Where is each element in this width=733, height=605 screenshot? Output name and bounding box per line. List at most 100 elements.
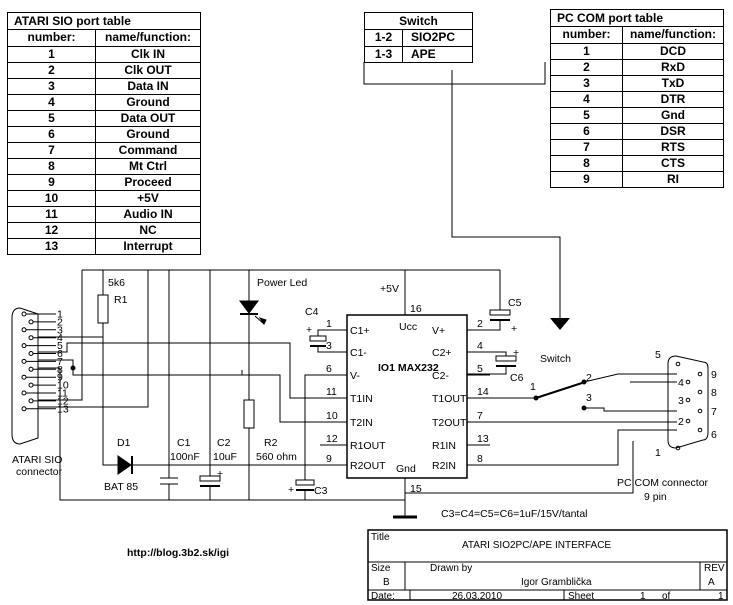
pc-pin-hole: [697, 389, 703, 395]
ic-gnd-label: Gnd: [396, 463, 416, 475]
pc-pin-hole: [697, 427, 703, 433]
ic-left-pin-label: V-: [350, 370, 360, 382]
atari-pin-hole: [21, 390, 27, 396]
atari-pin-number: 10: [57, 380, 69, 392]
table-cell-name: Data IN: [127, 79, 169, 93]
table-cell-name: Clk OUT: [124, 63, 172, 77]
ic-left-pin-number: 12: [326, 433, 338, 445]
capacitor-note: C3=C4=C5=C6=1uF/15V/tantal: [441, 508, 588, 520]
atari-pin-number: 2: [57, 316, 63, 328]
table-cell-number: 8: [8, 159, 96, 174]
pc-pin-number: 2: [678, 416, 684, 428]
atari-sio-connector: [11, 307, 39, 445]
table-cell-number: 1: [551, 44, 623, 59]
ic-right-pin-label: T1OUT: [432, 393, 467, 405]
switch3-to-cts: [584, 407, 677, 412]
ic-right-pin-label: C2-: [432, 370, 449, 382]
switch-lever: [535, 382, 583, 399]
ic-left-pin-label: R1OUT: [350, 440, 386, 452]
tb-rev: A: [708, 577, 715, 588]
table-cell-name: APE: [411, 47, 436, 61]
tb-of-label: of: [662, 591, 671, 602]
table-cell-number: 7: [551, 140, 623, 155]
ic-left-pin-number: 6: [326, 363, 332, 375]
ic-right-pin-number: 14: [477, 386, 489, 398]
c3-capacitor: [295, 479, 315, 486]
c5-bottom: [467, 320, 501, 331]
switch-table-title: Switch: [365, 13, 472, 30]
r1-value: 5k6: [108, 277, 125, 289]
pc-pin-number: 3: [678, 395, 684, 407]
atari-pin-hole: [28, 351, 34, 356]
atari-pin-hole: [28, 382, 34, 388]
switch-pin-3: 3: [586, 392, 592, 404]
ic-left-pin-number: 11: [326, 386, 337, 398]
tb-title: ATARI SIO2PC/APE INTERFACE: [462, 540, 611, 551]
table-header: number:name/function:: [551, 27, 723, 43]
table-cell-number: 5: [551, 108, 623, 123]
atari-pin-hole: [28, 398, 34, 404]
table-cell-name: DCD: [660, 44, 686, 58]
pc-table-title: PC COM port table: [551, 10, 723, 27]
tb-date: 26.03.2010: [452, 591, 502, 602]
r2in-to-txd: [467, 429, 677, 466]
ic-left-pin-number: 1: [326, 318, 332, 330]
table-cell-number: 11: [8, 207, 96, 222]
r2-value: 560 ohm: [256, 451, 297, 463]
ic-left-pin-label: C1+: [350, 325, 370, 337]
c6-plus: +: [513, 347, 519, 359]
led-triangle: [239, 300, 259, 314]
ic-left-pin-label: T2IN: [350, 417, 373, 429]
table-cell-number: 5: [8, 111, 96, 126]
table-cell-name: Data OUT: [120, 111, 176, 125]
table-cell-name: Ground: [126, 127, 170, 141]
table-cell-name: name/function:: [105, 30, 191, 44]
ic-right-pin-label: R2IN: [432, 460, 456, 472]
c4-capacitor: [309, 335, 327, 342]
table-cell-name: DSR: [660, 124, 686, 138]
table-row: 1 DCD: [551, 43, 723, 59]
atari-pin-number: 12: [57, 395, 69, 407]
ic-pins: 1C1+3C1-6V-11T1IN10T2IN12R1OUT9R2OUT2V+4…: [320, 318, 490, 472]
ic-left-pin-label: R2OUT: [350, 460, 386, 472]
tb-size: B: [383, 577, 390, 588]
blog-url: http://blog.3b2.sk/igi: [127, 547, 229, 559]
ic-right-pin-label: V+: [432, 325, 445, 337]
gnd-pc: [405, 441, 634, 494]
table-cell-number: 4: [551, 92, 623, 107]
atari-connector-label-1: ATARI SIO: [12, 454, 62, 466]
pc-pin-hole: [685, 379, 691, 385]
r1-resistor: [97, 294, 109, 324]
data-in-line: [38, 342, 347, 399]
d1-diode: [117, 455, 132, 475]
table-cell-name: Mt Ctrl: [129, 159, 167, 173]
c3-name: C3: [314, 485, 328, 497]
c5-plus: +: [511, 323, 517, 335]
d1-name: D1: [117, 437, 131, 449]
table-cell-name: TxD: [661, 76, 685, 90]
ic-left-pin-number: 10: [326, 410, 338, 422]
table-row: 3 TxD: [551, 75, 723, 91]
tb-size-label: Size: [371, 563, 391, 574]
c2-value: 10uF: [213, 451, 237, 463]
table-cell-number: 9: [8, 175, 96, 190]
table-cell-number: 3: [551, 76, 623, 91]
atari-pin-hole: [21, 358, 27, 364]
atari-pin-hole: [28, 319, 34, 325]
ic-left-pin-number: 9: [326, 453, 332, 465]
pc-pin-hole: [675, 361, 681, 367]
data-out-line: [38, 359, 243, 376]
atari-pin-hole: [21, 311, 27, 317]
r2-resistor: [243, 399, 255, 429]
tb-author: Igor Gramblička: [521, 577, 592, 588]
